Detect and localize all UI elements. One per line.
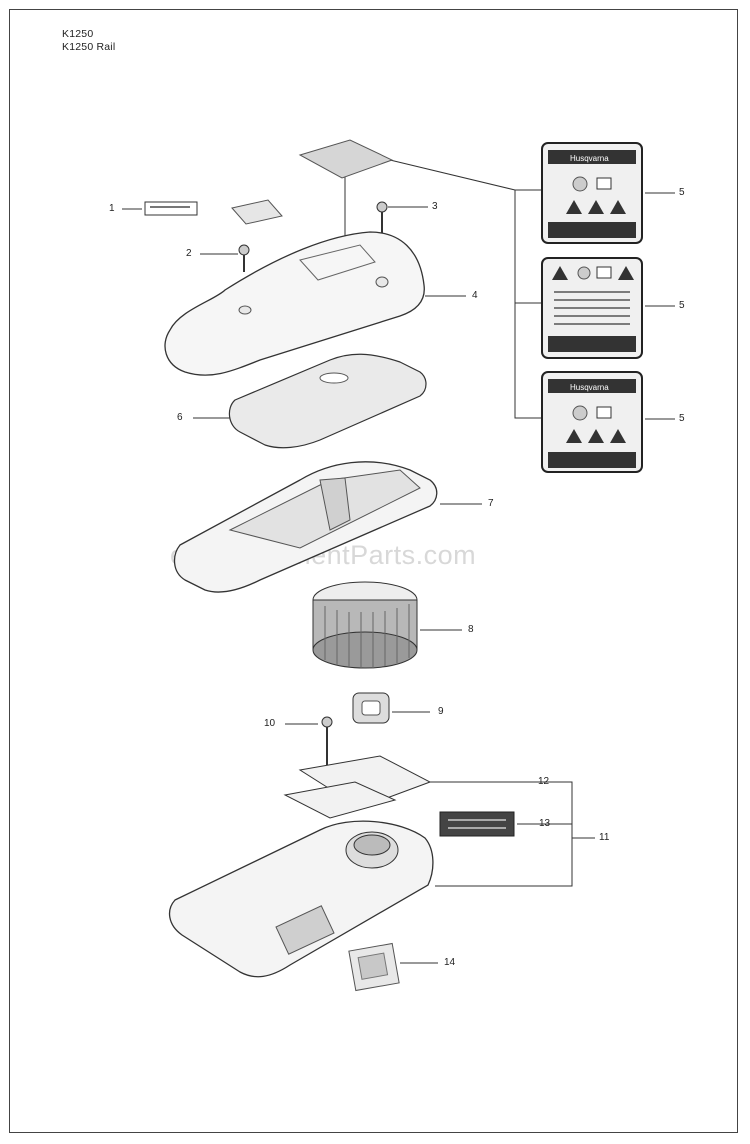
diagram-frame: [9, 9, 738, 1133]
callout-1: 1: [109, 203, 115, 214]
callout-13: 13: [539, 818, 551, 829]
callout-5a: 5: [679, 187, 685, 198]
leader-11-bracket: [430, 781, 573, 887]
callout-2: 2: [186, 248, 192, 259]
part-1-label-tag: [144, 201, 198, 216]
callout-8: 8: [468, 624, 474, 635]
part-10-bolt-head: [321, 716, 333, 728]
part-11-base-window: [275, 905, 335, 955]
part-6-gasket-slot: [319, 372, 349, 384]
leader-decal-a: [389, 159, 542, 191]
part-6-gasket: [228, 353, 427, 449]
callout-4: 4: [472, 290, 478, 301]
part-1-decal: [231, 199, 283, 225]
part-2-screw-head: [238, 244, 250, 256]
part-4-cover-recess: [299, 244, 376, 281]
callout-10: 10: [264, 718, 276, 729]
leader-decal-c: [514, 303, 542, 419]
part-5-decal-bottom: Husqvarna: [541, 371, 643, 473]
callout-6: 6: [177, 412, 183, 423]
part-5-decal-top-brand: Husqvarna: [570, 154, 609, 163]
part-4-top-cover: [164, 231, 425, 376]
callout-11: 11: [599, 832, 610, 843]
part-11-intake-opening: [353, 834, 391, 856]
model-title-1: K1250: [62, 28, 94, 40]
callout-14: 14: [444, 957, 456, 968]
part-3-screw-head: [376, 201, 388, 213]
cover-sticker: [298, 139, 394, 179]
part-7-housing-grid: [228, 469, 421, 549]
part-14-decal-inner: [357, 952, 389, 980]
leader-decal-b: [514, 190, 542, 304]
model-title-2: K1250 Rail: [62, 41, 116, 53]
part-5-decal-middle: [541, 257, 643, 359]
part-12-filter-sheet-bottom: [283, 781, 397, 819]
part-8-filter-bottom: [312, 631, 418, 669]
callout-5c: 5: [679, 413, 685, 424]
part-5-decal-bottom-brand: Husqvarna: [570, 383, 609, 392]
part-9-grommet-hole: [361, 700, 381, 716]
part-8-filter-pleats: [324, 604, 410, 668]
part-5-decal-top: Husqvarna: [541, 142, 643, 244]
part-4-screw-boss-a: [238, 305, 252, 315]
part-13-label: [439, 811, 515, 837]
callout-9: 9: [438, 706, 444, 717]
callout-5b: 5: [679, 300, 685, 311]
callout-7: 7: [488, 498, 494, 509]
part-4-screw-boss-b: [375, 276, 389, 288]
callout-12: 12: [538, 776, 550, 787]
part-7-housing-divider: [319, 477, 351, 531]
callout-3: 3: [432, 201, 438, 212]
